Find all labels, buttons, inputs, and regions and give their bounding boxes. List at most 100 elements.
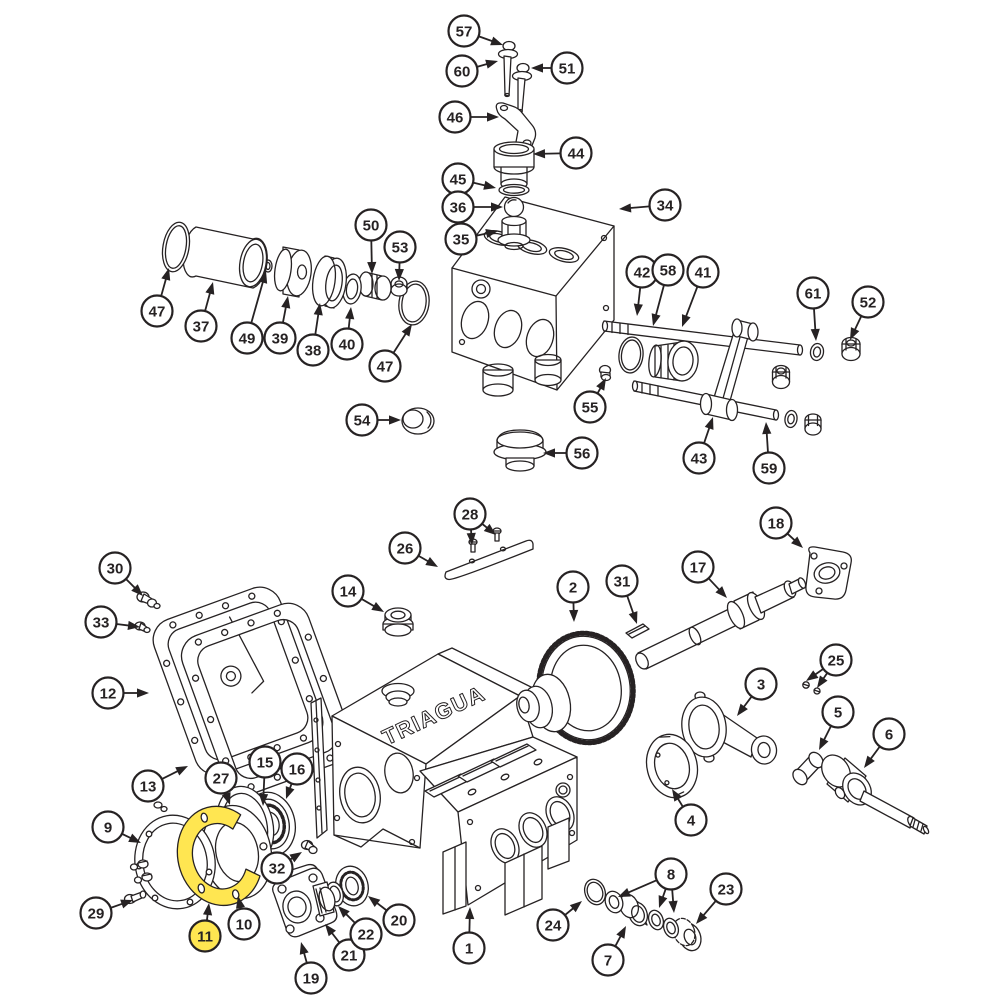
callout-40[interactable]: 40 [330, 307, 364, 361]
balloon-circle[interactable] [796, 276, 830, 310]
callout-36[interactable]: 36 [441, 190, 504, 224]
balloon-circle[interactable] [682, 441, 716, 475]
balloon-circle[interactable] [709, 872, 743, 906]
callout-59[interactable]: 59 [752, 422, 786, 485]
callout-9[interactable]: 9 [91, 810, 142, 844]
callout-7[interactable]: 7 [591, 926, 627, 977]
callout-16[interactable]: 16 [280, 752, 314, 800]
callout-14[interactable]: 14 [331, 574, 385, 613]
callout-45[interactable]: 45 [441, 162, 497, 196]
balloon-circle[interactable] [84, 605, 118, 639]
balloon-circle[interactable] [294, 961, 328, 995]
balloon-circle[interactable] [452, 931, 486, 965]
callout-53[interactable]: 53 [383, 230, 417, 282]
callout-37[interactable]: 37 [184, 282, 218, 343]
balloon-circle[interactable] [382, 903, 416, 937]
balloon-circle[interactable] [263, 321, 297, 355]
callout-58[interactable]: 58 [651, 253, 685, 327]
callout-10[interactable]: 10 [227, 896, 261, 941]
callout-39[interactable]: 39 [263, 296, 297, 355]
callout-19[interactable]: 19 [294, 942, 328, 995]
balloon-circle[interactable] [681, 550, 715, 584]
balloon-circle[interactable] [331, 574, 365, 608]
balloon-circle[interactable] [91, 676, 125, 710]
callout-51[interactable]: 51 [531, 51, 584, 85]
balloon-circle[interactable] [559, 136, 593, 170]
callout-3[interactable]: 3 [737, 667, 778, 717]
callout-56[interactable]: 56 [543, 436, 599, 470]
balloon-circle[interactable] [140, 294, 174, 328]
callout-17[interactable]: 17 [681, 550, 728, 599]
balloon-circle[interactable] [98, 551, 132, 585]
callout-30[interactable]: 30 [98, 551, 144, 597]
callout-22[interactable]: 22 [338, 906, 383, 951]
balloon-circle[interactable] [388, 531, 422, 565]
balloon-circle[interactable] [447, 14, 481, 48]
balloon-circle[interactable] [674, 803, 708, 837]
balloon-circle[interactable] [188, 919, 222, 953]
callout-47[interactable]: 47 [140, 268, 174, 328]
callout-33[interactable]: 33 [84, 605, 141, 639]
callout-23[interactable]: 23 [696, 872, 743, 925]
balloon-circle[interactable] [444, 222, 478, 256]
balloon-circle[interactable] [438, 100, 472, 134]
callout-1[interactable]: 1 [452, 907, 486, 965]
callout-8[interactable]: 8 [618, 857, 688, 914]
callout-4[interactable]: 4 [672, 789, 708, 837]
callout-26[interactable]: 26 [388, 531, 439, 568]
callout-31[interactable]: 31 [605, 564, 639, 625]
balloon-circle[interactable] [851, 285, 885, 319]
balloon-circle[interactable] [248, 745, 282, 779]
callout-55[interactable]: 55 [573, 378, 607, 424]
balloon-circle[interactable] [445, 54, 479, 88]
callout-35[interactable]: 35 [444, 222, 499, 256]
callout-6[interactable]: 6 [864, 717, 906, 769]
callout-52[interactable]: 52 [850, 285, 885, 341]
callout-2[interactable]: 2 [556, 570, 590, 623]
balloon-circle[interactable] [648, 188, 682, 222]
balloon-circle[interactable] [550, 51, 584, 85]
balloon-circle[interactable] [591, 943, 625, 977]
balloon-circle[interactable] [368, 349, 402, 383]
callout-25[interactable]: 25 [806, 643, 853, 689]
balloon-circle[interactable] [354, 208, 388, 242]
balloon-circle[interactable] [744, 667, 778, 701]
balloon-circle[interactable] [349, 917, 383, 951]
callout-38[interactable]: 38 [296, 303, 330, 367]
balloon-circle[interactable] [573, 390, 607, 424]
callout-49[interactable]: 49 [230, 271, 268, 355]
callout-11[interactable]: 11 [188, 903, 222, 953]
callout-43[interactable]: 43 [682, 417, 716, 475]
callout-29[interactable]: 29 [79, 896, 134, 930]
balloon-circle[interactable] [819, 643, 853, 677]
callout-54[interactable]: 54 [345, 403, 402, 437]
callout-50[interactable]: 50 [354, 208, 388, 275]
balloon-circle[interactable] [752, 451, 786, 485]
balloon-circle[interactable] [651, 253, 685, 287]
balloon-circle[interactable] [536, 908, 570, 942]
balloon-circle[interactable] [184, 309, 218, 343]
callout-20[interactable]: 20 [368, 896, 416, 937]
balloon-circle[interactable] [686, 255, 720, 289]
balloon-circle[interactable] [230, 321, 264, 355]
balloon-circle[interactable] [260, 851, 294, 885]
callout-57[interactable]: 57 [447, 14, 504, 48]
callout-15[interactable]: 15 [248, 745, 282, 807]
callout-27[interactable]: 27 [204, 761, 238, 806]
callout-13[interactable]: 13 [131, 766, 189, 803]
callout-24[interactable]: 24 [536, 901, 583, 942]
balloon-circle[interactable] [280, 752, 314, 786]
callout-18[interactable]: 18 [759, 506, 804, 549]
balloon-circle[interactable] [605, 564, 639, 598]
balloon-circle[interactable] [131, 769, 165, 803]
callout-32[interactable]: 32 [260, 851, 303, 885]
callout-28[interactable]: 28 [453, 497, 497, 546]
balloon-circle[interactable] [759, 506, 793, 540]
balloon-circle[interactable] [872, 717, 906, 751]
balloon-circle[interactable] [441, 190, 475, 224]
balloon-circle[interactable] [654, 857, 688, 891]
balloon-circle[interactable] [821, 695, 855, 729]
balloon-circle[interactable] [79, 896, 113, 930]
balloon-circle[interactable] [556, 570, 590, 604]
balloon-circle[interactable] [227, 907, 261, 941]
